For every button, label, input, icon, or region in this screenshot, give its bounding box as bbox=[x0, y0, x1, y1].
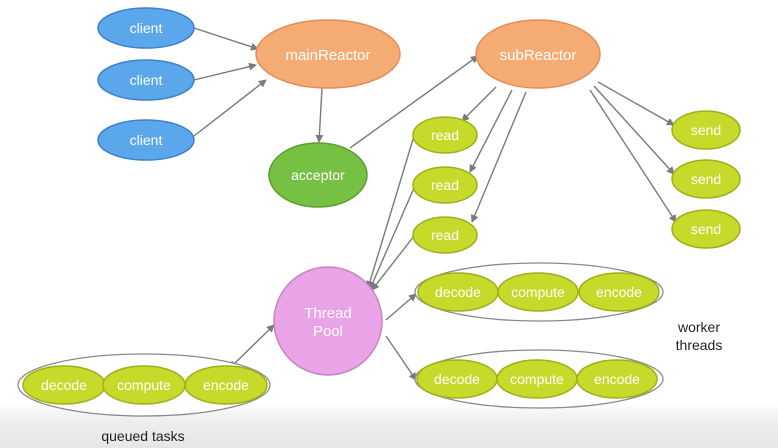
client-node-1: client bbox=[97, 7, 195, 49]
client-label-3: client bbox=[130, 132, 163, 148]
worker-1-compute-node: compute bbox=[497, 272, 579, 312]
sub-reactor-label: subReactor bbox=[500, 47, 577, 64]
read-label-3: read bbox=[431, 227, 459, 243]
worker-1-compute-label: compute bbox=[511, 284, 565, 300]
queued-tasks-caption: queued tasks bbox=[101, 428, 184, 444]
worker-1-encode-label: encode bbox=[596, 284, 642, 300]
arrow-subreactor-to-send3 bbox=[589, 89, 677, 223]
thread-pool-node: Thread Pool bbox=[273, 266, 383, 376]
worker-1-encode-node: encode bbox=[578, 272, 660, 312]
send-label-3: send bbox=[691, 221, 721, 237]
read-label-2: read bbox=[431, 177, 459, 193]
arrow-read2-to-threadpool bbox=[369, 187, 415, 290]
queue-decode-label: decode bbox=[41, 377, 87, 393]
send-label-2: send bbox=[691, 171, 721, 187]
arrow-mainreactor-to-acceptor bbox=[315, 87, 324, 143]
send-label-1: send bbox=[691, 122, 721, 138]
send-node-2: send bbox=[671, 159, 741, 199]
arrow-subreactor-to-read2 bbox=[469, 89, 513, 173]
arrow-subreactor-to-send1 bbox=[597, 81, 675, 126]
worker-2-compute-node: compute bbox=[496, 359, 578, 399]
queue-compute-label: compute bbox=[117, 377, 171, 393]
queue-encode-label: encode bbox=[203, 377, 249, 393]
acceptor-label: acceptor bbox=[291, 167, 345, 183]
queue-encode-node: encode bbox=[184, 365, 268, 405]
queue-compute-node: compute bbox=[102, 365, 186, 405]
main-reactor-node: mainReactor bbox=[255, 19, 401, 89]
arrow-client1-to-mainreactor bbox=[193, 27, 259, 51]
client-label-1: client bbox=[130, 20, 163, 36]
arrow-threadpool-queue-bidirectional bbox=[228, 324, 275, 369]
connection-arrows bbox=[193, 27, 677, 381]
arrow-subreactor-to-read3 bbox=[470, 91, 527, 223]
arrow-threadpool-to-worker1 bbox=[385, 293, 417, 321]
arrow-read1-to-threadpool bbox=[366, 135, 415, 289]
read-node-3: read bbox=[412, 216, 478, 254]
arrow-subreactor-to-read1 bbox=[461, 86, 497, 122]
read-label-1: read bbox=[431, 127, 459, 143]
worker-2-encode-node: encode bbox=[576, 359, 658, 399]
worker-2-compute-label: compute bbox=[510, 371, 564, 387]
acceptor-node: acceptor bbox=[268, 142, 368, 208]
send-node-3: send bbox=[671, 209, 741, 249]
worker-threads-caption-line2: threads bbox=[676, 337, 723, 353]
arrow-subreactor-to-send2 bbox=[593, 85, 675, 175]
worker-1-decode-label: decode bbox=[435, 284, 481, 300]
arrow-read3-to-threadpool bbox=[371, 235, 415, 291]
arrow-acceptor-to-subreactor bbox=[349, 55, 479, 149]
worker-2-encode-label: encode bbox=[594, 371, 640, 387]
read-node-2: read bbox=[412, 166, 478, 204]
worker-threads-caption-line1: worker bbox=[677, 319, 720, 335]
thread-pool-label-line1: Thread bbox=[304, 305, 352, 322]
arrow-client2-to-mainreactor bbox=[193, 62, 257, 81]
worker-2-decode-label: decode bbox=[434, 371, 480, 387]
client-label-2: client bbox=[130, 72, 163, 88]
arrow-client3-to-mainreactor bbox=[193, 79, 267, 137]
arrow-threadpool-to-worker2 bbox=[385, 335, 417, 381]
queue-decode-node: decode bbox=[22, 365, 106, 405]
worker-1-decode-node: decode bbox=[417, 272, 499, 312]
send-node-1: send bbox=[671, 110, 741, 150]
worker-2-decode-node: decode bbox=[416, 359, 498, 399]
main-reactor-label: mainReactor bbox=[285, 47, 370, 64]
read-node-1: read bbox=[412, 116, 478, 154]
sub-reactor-node: subReactor bbox=[475, 19, 601, 89]
client-node-3: client bbox=[97, 119, 195, 161]
client-node-2: client bbox=[97, 59, 195, 101]
thread-pool-label-line2: Pool bbox=[313, 323, 343, 340]
